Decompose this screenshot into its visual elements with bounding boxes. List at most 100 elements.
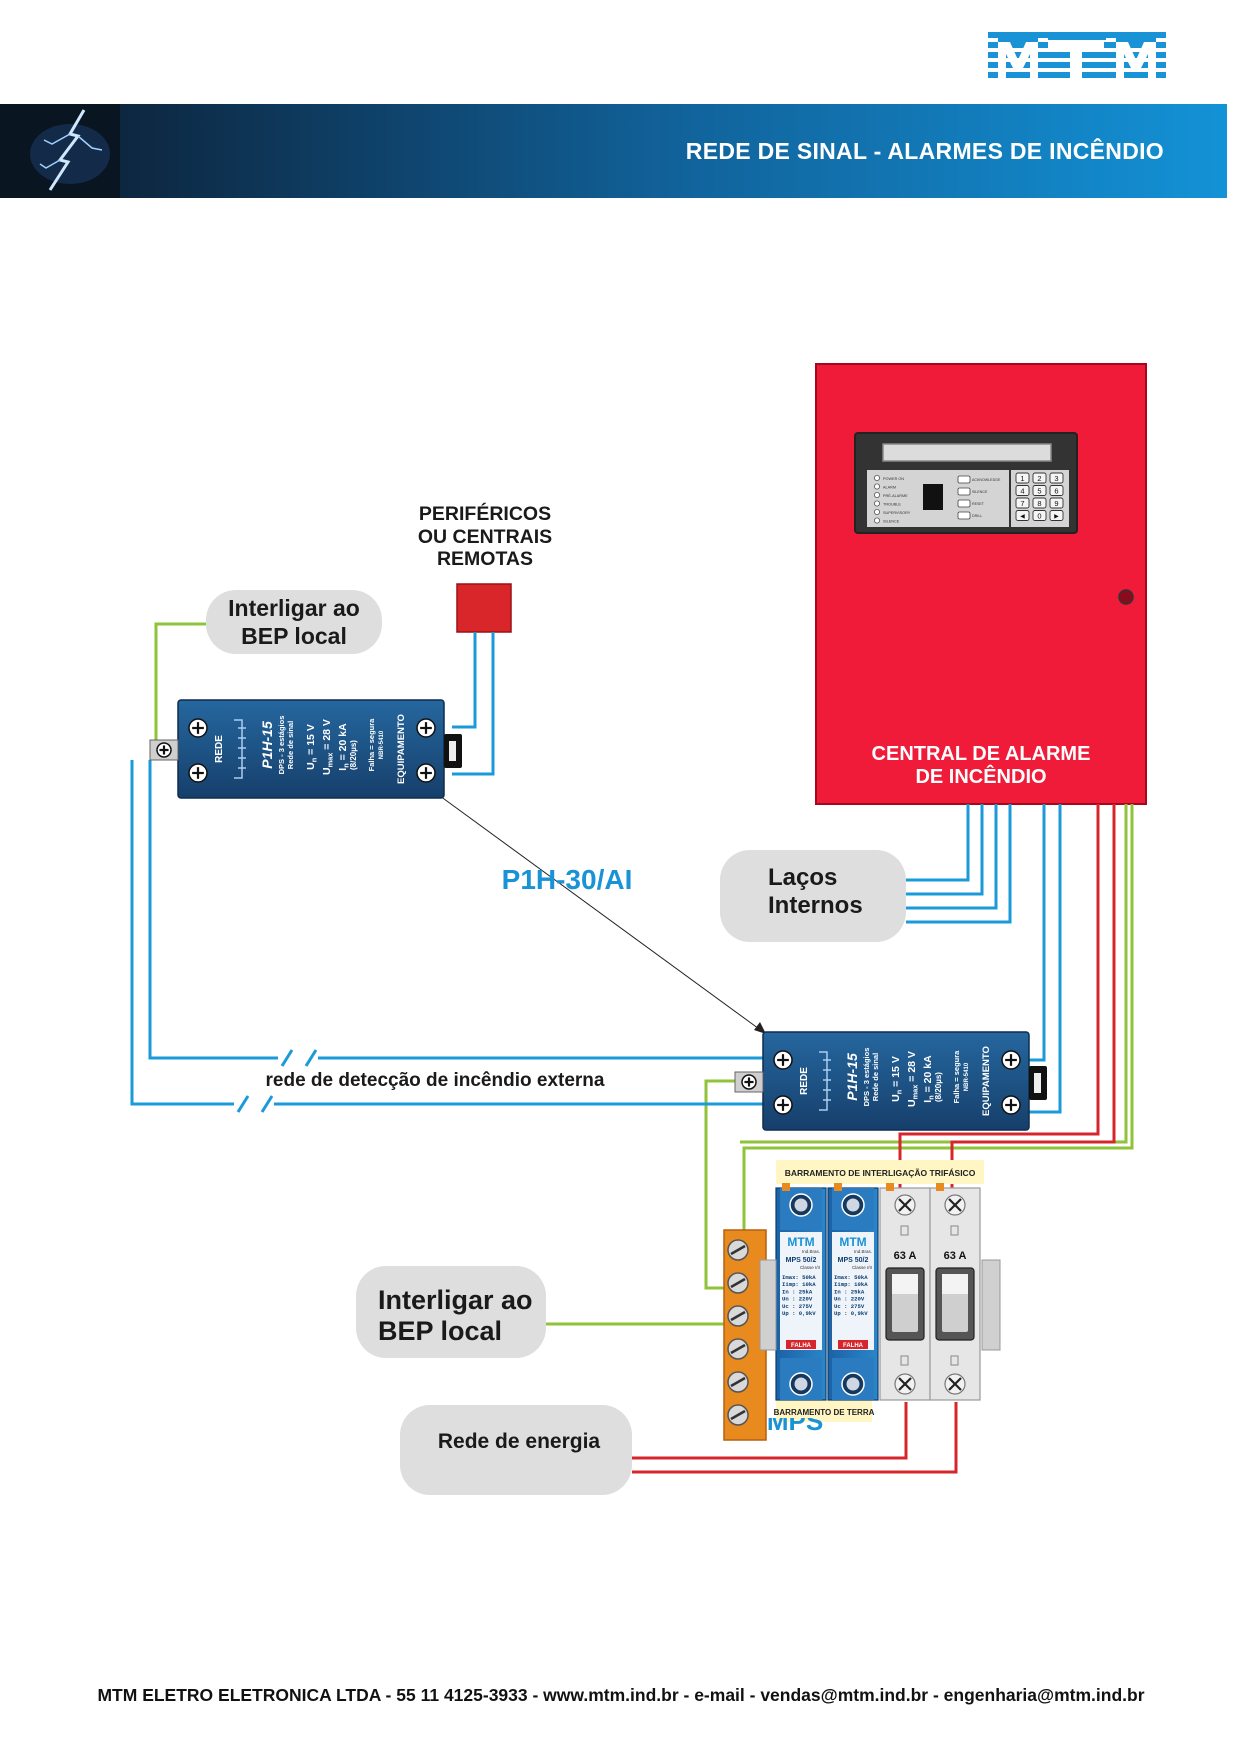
panel-led bbox=[874, 500, 881, 507]
footer-contact: MTM ELETRO ELETRONICA LTDA - 55 11 4125-… bbox=[97, 1685, 1145, 1705]
keypad-key-label: 7 bbox=[1020, 499, 1024, 508]
panel-button[interactable] bbox=[957, 487, 971, 496]
panel-led bbox=[874, 517, 881, 524]
mps-brand: MTM bbox=[787, 1235, 814, 1249]
mps-spec: Un : 220V bbox=[782, 1296, 813, 1303]
bep-bottom-label: Interligar ao BEP local bbox=[378, 1285, 533, 1346]
keypad-key[interactable] bbox=[1049, 510, 1064, 521]
mps-falha-label: FALHA bbox=[791, 1343, 812, 1349]
keypad-key[interactable] bbox=[1032, 472, 1047, 484]
bep-bottom-pill bbox=[356, 1266, 546, 1358]
keypad-key[interactable] bbox=[1049, 485, 1064, 496]
mps-spec: Uc : 275V bbox=[782, 1303, 813, 1310]
dps-rede-label: REDE bbox=[214, 735, 225, 763]
panel-led-label: ALARM bbox=[883, 486, 896, 490]
keypad-key-label: 9 bbox=[1054, 499, 1058, 508]
keypad-key[interactable] bbox=[1015, 472, 1030, 484]
p1h-30-label: P1H-30/AI bbox=[501, 864, 633, 895]
dps-umax-label: Umax = 28 V bbox=[321, 719, 335, 775]
ground-bar bbox=[723, 1229, 767, 1441]
mps-spec: Iimp: 10kA bbox=[782, 1281, 816, 1288]
dps-model-label: P1H-15 bbox=[844, 1053, 860, 1101]
mps-spec: In : 25kA bbox=[782, 1288, 813, 1295]
panel-led bbox=[874, 508, 881, 515]
keypad-key-label: 8 bbox=[1037, 499, 1041, 508]
dps-in-label: In = 20 kA bbox=[922, 1055, 936, 1103]
mps-spec: Up : 0,9kV bbox=[782, 1310, 816, 1317]
dps-un-label: Un = 15 V bbox=[890, 1056, 904, 1102]
dps-un-label: Un = 15 V bbox=[305, 724, 319, 770]
mps-side-bracket bbox=[759, 1259, 777, 1351]
panel-led bbox=[874, 483, 881, 490]
keypad-key-label: ► bbox=[1053, 511, 1060, 520]
dps-nbr-label: NBR-5410 bbox=[964, 1062, 970, 1091]
peripherals-label: PERIFÉRICOS OU CENTRAIS REMOTAS bbox=[417, 503, 553, 570]
keypad-key-label: 2 bbox=[1037, 474, 1041, 483]
keypad-key[interactable] bbox=[1015, 497, 1030, 509]
keypad-key[interactable] bbox=[1015, 510, 1030, 521]
keypad-key-label: 1 bbox=[1020, 474, 1024, 483]
lightning-icon bbox=[0, 104, 120, 198]
mps-brand-sub: Ind.Bras. bbox=[802, 1249, 820, 1254]
mps-spec: Un : 220V bbox=[834, 1296, 865, 1303]
mps-falha-indicator bbox=[838, 1340, 868, 1349]
page-title: REDE DE SINAL - ALARMES DE INCÊNDIO bbox=[685, 138, 1164, 164]
dps-rede-label: REDE bbox=[799, 1067, 810, 1095]
keypad-key-label: 3 bbox=[1054, 474, 1058, 483]
keypad-key[interactable] bbox=[1049, 472, 1064, 484]
mtm-logo bbox=[988, 32, 1166, 78]
mps-spec: Imax: 50kA bbox=[782, 1274, 816, 1281]
breaker-rating: 63 A bbox=[944, 1250, 967, 1262]
dps-falha-label: Falha = segura bbox=[952, 1050, 961, 1104]
panel-led bbox=[874, 474, 881, 481]
panel-button[interactable] bbox=[957, 499, 971, 508]
mps-assembly: BARRAMENTO DE INTERLIGAÇÃO TRIFÁSICO BAR… bbox=[723, 1160, 1001, 1441]
mps-falha-label: FALHA bbox=[843, 1343, 864, 1349]
mps-spec: Imax: 50kA bbox=[834, 1274, 868, 1281]
keypad-key-label: 6 bbox=[1054, 486, 1058, 495]
rede-energia-label: Rede de energia bbox=[437, 1430, 601, 1453]
dps-in-label: In = 20 kA bbox=[337, 723, 351, 771]
panel-led-label: TROUBLE bbox=[883, 503, 901, 507]
panel-button[interactable] bbox=[957, 511, 971, 520]
dps-nbr-label: NBR-5410 bbox=[379, 730, 385, 759]
breaker-rating: 63 A bbox=[894, 1250, 917, 1262]
keypad-key[interactable] bbox=[1049, 497, 1064, 509]
central-alarm-panel: POWER ONALARMPRÉ-ALARMETROUBLESUPERVISOR… bbox=[815, 363, 1147, 805]
panel-led-label: SILENCE bbox=[883, 520, 900, 524]
dps-desc-2: Rede de sinal bbox=[871, 1053, 880, 1101]
keypad-key-label: ◄ bbox=[1019, 511, 1026, 520]
barramento-bottom-label: BARRAMENTO DE TERRA bbox=[774, 1408, 875, 1417]
keypad-key-label: 5 bbox=[1037, 486, 1041, 495]
break-marks bbox=[236, 1049, 318, 1113]
external-network-label: rede de detecção de incêndio externa bbox=[265, 1070, 605, 1091]
panel-button[interactable] bbox=[957, 475, 971, 484]
pointer-line bbox=[439, 795, 767, 1035]
keypad-key-label: 0 bbox=[1037, 511, 1041, 520]
keypad-key[interactable] bbox=[1015, 485, 1030, 496]
panel-led-label: PRÉ-ALARME bbox=[883, 493, 908, 498]
mps-classe: Classe I/II bbox=[852, 1265, 872, 1270]
breaker-side-bracket bbox=[981, 1259, 1001, 1351]
mps-falha-indicator bbox=[786, 1340, 816, 1349]
lacos-label: Laços Internos bbox=[768, 864, 863, 919]
mps-spec: Uc : 275V bbox=[834, 1303, 865, 1310]
signal-wires bbox=[130, 632, 1062, 1114]
energia-pill bbox=[400, 1405, 632, 1495]
dps-equipamento-label: EQUIPAMENTO bbox=[396, 714, 407, 784]
pointer-arrowhead bbox=[754, 1022, 766, 1034]
keypad-key[interactable] bbox=[1032, 497, 1047, 509]
panel-led-label: POWER ON bbox=[883, 477, 904, 481]
dps-in-wave: (8/20µs) bbox=[349, 740, 358, 770]
keypad-key[interactable] bbox=[1032, 485, 1047, 496]
header-banner bbox=[0, 104, 1227, 198]
dps-circuit-symbol bbox=[234, 719, 243, 779]
mps-spec: Up : 0,9kV bbox=[834, 1310, 868, 1317]
keypad-key[interactable] bbox=[1032, 510, 1047, 521]
dps-umax-label: Umax = 28 V bbox=[906, 1051, 920, 1107]
central-label: CENTRAL DE ALARME DE INCÊNDIO bbox=[871, 743, 1091, 788]
dps-falha-label: Falha = segura bbox=[367, 718, 376, 772]
